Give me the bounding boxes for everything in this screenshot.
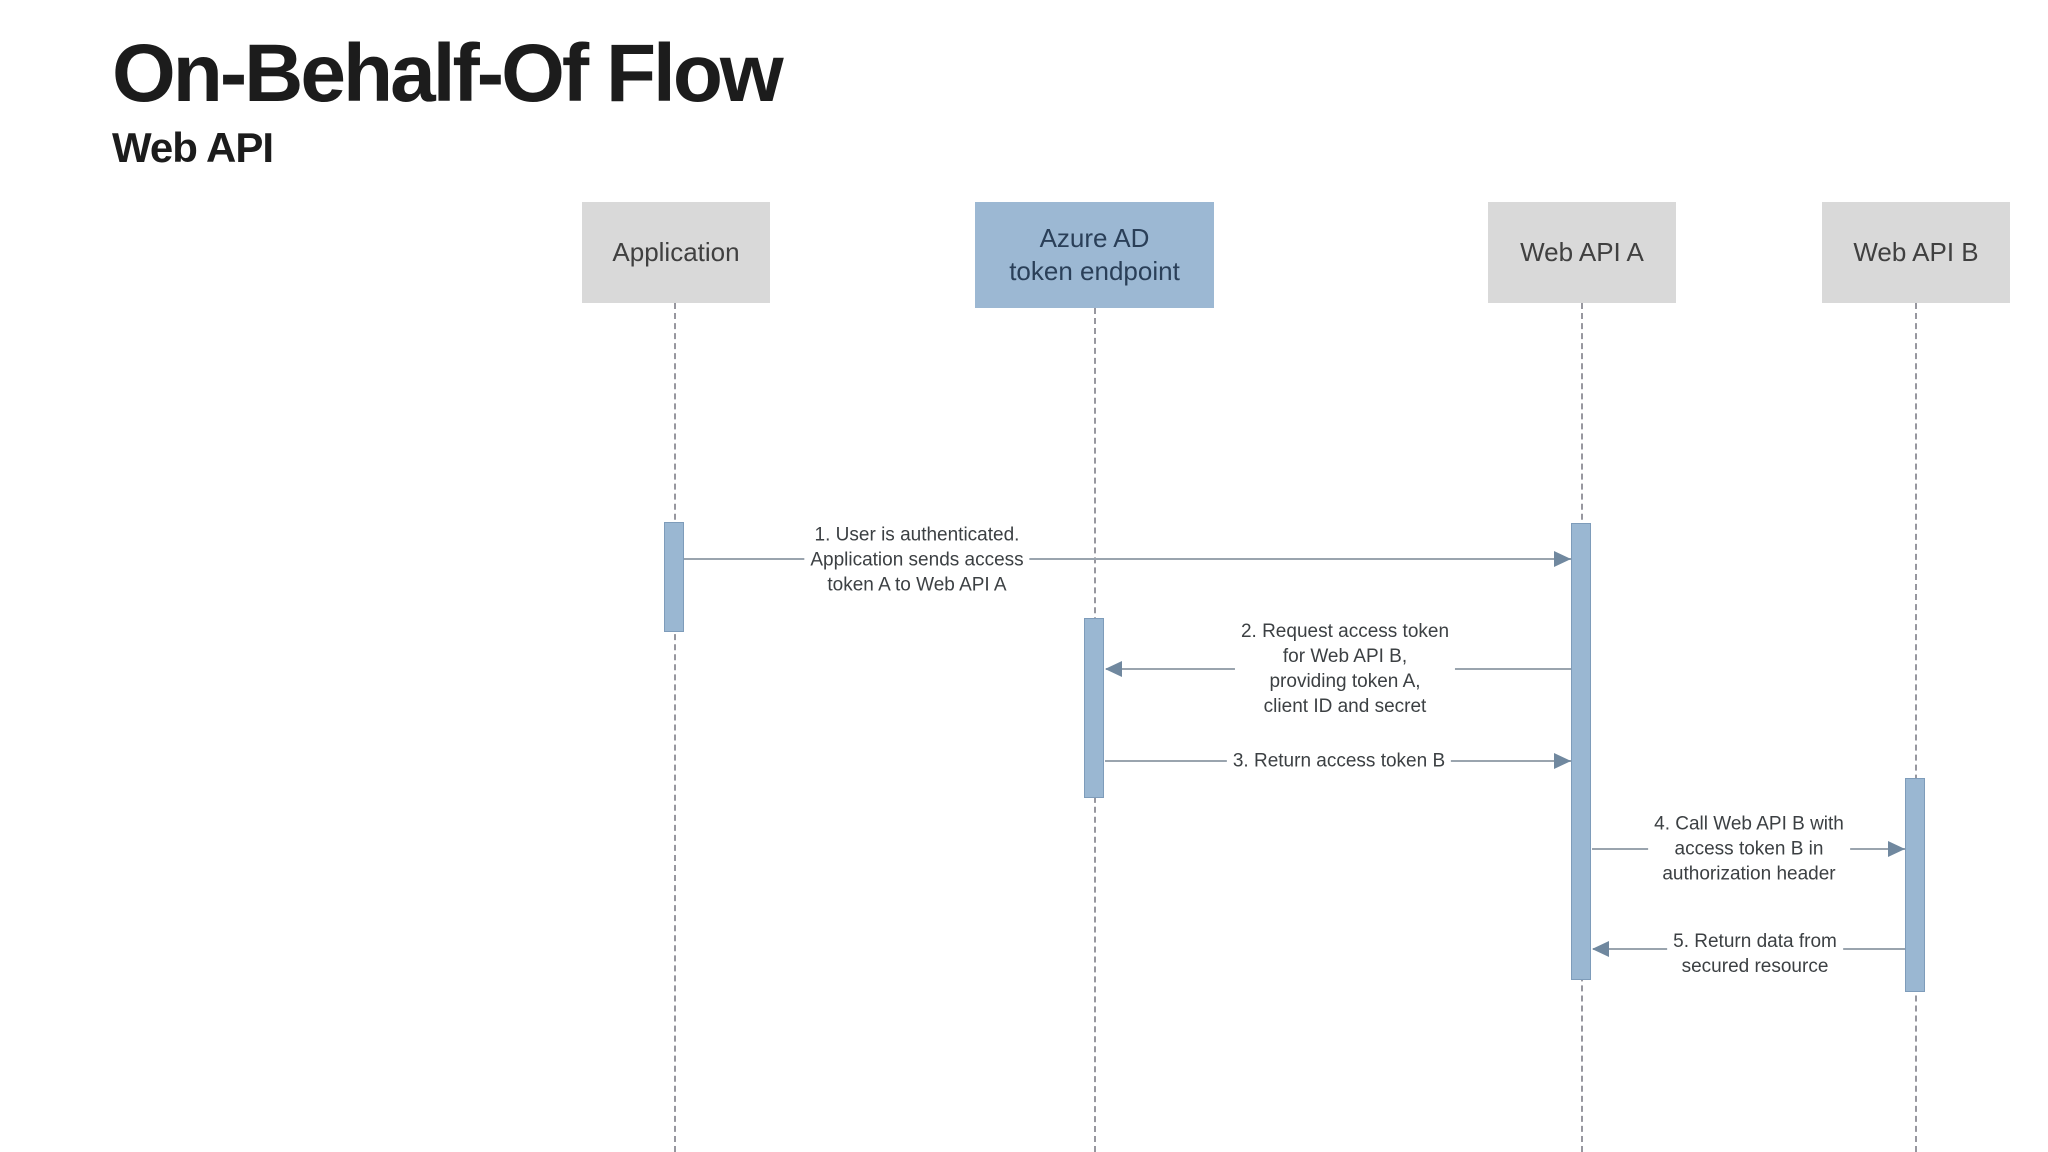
actor-box-web-api-a: Web API A (1488, 202, 1676, 303)
actor-label: Web API B (1853, 237, 1979, 267)
message-1-label: 1. User is authenticated. Application se… (804, 522, 1030, 598)
arrowhead-left-icon (1105, 661, 1122, 677)
message-4-label: 4. Call Web API B with access token B in… (1648, 811, 1850, 887)
actor-box-azure-ad-token-endpoint: Azure AD token endpoint (975, 202, 1214, 308)
message-5-label: 5. Return data from secured resource (1667, 929, 1843, 979)
actor-box-web-api-b: Web API B (1822, 202, 2010, 303)
arrowhead-right-icon (1554, 551, 1571, 567)
lifeline-web-api-b (1915, 303, 1917, 1152)
actor-label: Web API A (1520, 237, 1644, 267)
activation-bar-web-api-b (1905, 778, 1925, 992)
message-2-label: 2. Request access token for Web API B, p… (1234, 619, 1456, 719)
lifeline-application (674, 303, 676, 1152)
title-block: On-Behalf-Of Flow Web API (112, 28, 784, 171)
page-subtitle: Web API (112, 123, 274, 171)
page-title: On-Behalf-Of Flow (112, 28, 784, 119)
arrowhead-right-icon (1554, 753, 1571, 769)
actor-label: Azure AD token endpoint (1009, 223, 1180, 286)
actor-label: Application (612, 237, 740, 267)
message-1-line (684, 558, 1571, 560)
activation-bar-azure-ad-token-endpoint (1084, 618, 1104, 798)
actor-box-application: Application (582, 202, 770, 303)
activation-bar-web-api-a (1571, 523, 1591, 980)
arrowhead-right-icon (1888, 841, 1905, 857)
arrowhead-left-icon (1592, 941, 1609, 957)
activation-bar-application (664, 522, 684, 632)
message-3-label: 3. Return access token B (1226, 748, 1452, 774)
